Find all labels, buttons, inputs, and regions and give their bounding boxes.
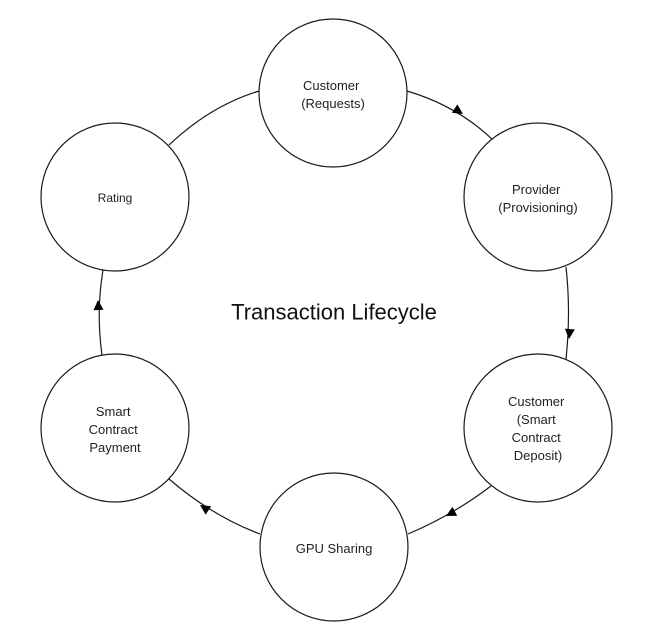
edge-provider-to-customer-deposit	[565, 266, 570, 360]
node-label: Smart Contract Payment	[89, 404, 142, 455]
node-customer-smart-contract-deposit[interactable]: Customer (Smart Contract Deposit)	[463, 353, 613, 503]
diagram-title: Transaction Lifecycle	[231, 300, 437, 325]
node-customer-requests[interactable]: Customer (Requests)	[258, 18, 408, 168]
edge-rating-to-customer-requests	[168, 90, 260, 146]
arrowhead-icon	[446, 506, 458, 516]
arrowhead-icon	[451, 104, 463, 114]
edge-gpu-sharing-to-smart-contract-payment	[168, 478, 261, 535]
node-label: Customer (Requests)	[301, 78, 365, 111]
arrowhead-icon	[200, 505, 212, 515]
node-label: GPU Sharing	[296, 541, 373, 556]
node-rating[interactable]: Rating	[40, 122, 190, 272]
edge-smart-contract-payment-to-rating	[98, 269, 104, 356]
node-provider-provisioning[interactable]: Provider (Provisioning)	[463, 122, 613, 272]
arrowheads	[93, 104, 575, 516]
edge-customer-deposit-to-gpu-sharing	[407, 485, 492, 535]
node-smart-contract-payment[interactable]: Smart Contract Payment	[40, 353, 190, 503]
arrowhead-icon	[564, 328, 575, 339]
node-label: Provider (Provisioning)	[498, 182, 577, 215]
node-label: Rating	[98, 191, 133, 205]
arrowhead-icon	[93, 300, 104, 311]
edge-customer-requests-to-provider	[406, 90, 495, 142]
node-label: Customer (Smart Contract Deposit)	[508, 394, 568, 463]
node-gpu-sharing[interactable]: GPU Sharing	[259, 472, 409, 622]
